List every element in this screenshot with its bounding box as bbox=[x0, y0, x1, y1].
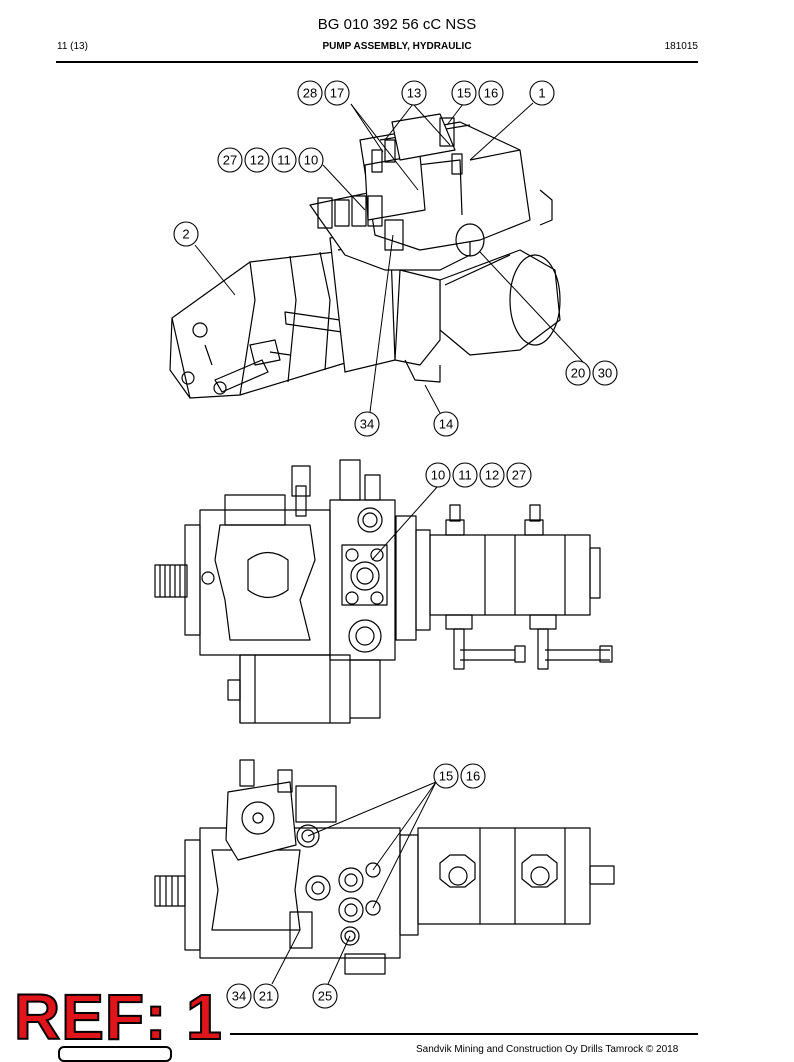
callout-label: 13 bbox=[407, 86, 421, 101]
iso-view bbox=[169, 113, 561, 399]
callout-label: 25 bbox=[318, 989, 332, 1004]
header-rule bbox=[56, 61, 698, 63]
footer-rule bbox=[230, 1033, 698, 1035]
callout-label: 1 bbox=[538, 86, 545, 101]
callout-label: 16 bbox=[484, 86, 498, 101]
callout-label: 34 bbox=[360, 417, 374, 432]
callout-label: 20 bbox=[571, 366, 585, 381]
callout-label: 30 bbox=[598, 366, 612, 381]
callout-label: 15 bbox=[439, 769, 453, 784]
leader-lines bbox=[194, 102, 584, 985]
ref-stamp: REF: 1 bbox=[13, 981, 223, 1053]
callout-label: 28 bbox=[303, 86, 317, 101]
callout-label: 17 bbox=[330, 86, 344, 101]
section-title: PUMP ASSEMBLY, HYDRAULIC bbox=[322, 41, 472, 52]
callout-label: 27 bbox=[223, 153, 237, 168]
callout-label: 10 bbox=[431, 468, 445, 483]
callout-label: 11 bbox=[277, 153, 291, 168]
callout-label: 15 bbox=[457, 86, 471, 101]
document-title: BG 010 392 56 cC NSS bbox=[317, 16, 477, 33]
copyright-footer: Sandvik Mining and Construction Oy Drill… bbox=[416, 1044, 679, 1055]
callout-label: 10 bbox=[304, 153, 318, 168]
side-view bbox=[154, 759, 615, 975]
callout-label: 12 bbox=[250, 153, 264, 168]
callout-label: 21 bbox=[259, 989, 273, 1004]
callout-label: 11 bbox=[458, 468, 472, 483]
callout-label: 16 bbox=[466, 769, 480, 784]
callout-label: 34 bbox=[232, 989, 246, 1004]
callout-label: 14 bbox=[439, 417, 453, 432]
callout-label: 12 bbox=[485, 468, 499, 483]
callout-label: 2 bbox=[182, 227, 189, 242]
document-code: 181015 bbox=[664, 41, 698, 52]
page-number: 11 (13) bbox=[57, 41, 88, 52]
callout-bubbles bbox=[173, 80, 618, 1009]
front-view bbox=[154, 459, 613, 724]
callout-label: 27 bbox=[512, 468, 526, 483]
